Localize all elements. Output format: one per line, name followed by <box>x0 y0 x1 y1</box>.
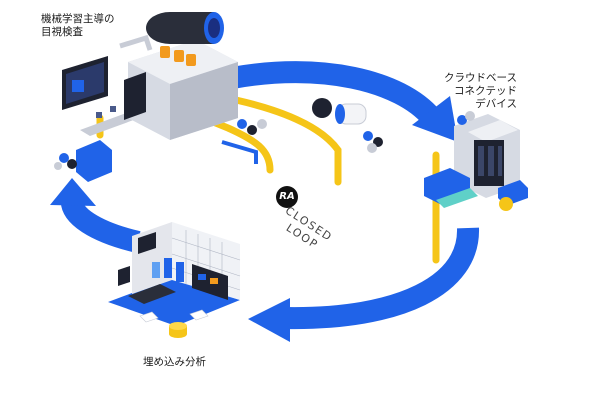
cloud-devices <box>424 111 528 211</box>
cloud-devices-line3: デバイス <box>475 98 517 110</box>
ml-inspection-machine <box>54 12 267 182</box>
arrowhead-cloud <box>412 96 458 142</box>
cloud-devices-line2: コネクテッド <box>453 85 517 97</box>
arrow-ml-to-cloud <box>230 61 441 126</box>
arrow-embedded-to-ml <box>61 198 141 253</box>
arrowhead-embedded <box>248 298 290 342</box>
embedded-analytics-text: 埋め込み分析 <box>143 356 206 368</box>
ml-inspection-line1: 機械学習主導の <box>41 13 115 25</box>
embedded-analytics-room <box>108 222 241 338</box>
cloud-devices-label: クラウドベース コネクテッド デバイス <box>444 72 517 111</box>
cloud-devices-line1: クラウドベース <box>444 72 517 84</box>
embedded-analytics-label: 埋め込み分析 <box>143 356 206 369</box>
arrowhead-ml <box>50 178 96 206</box>
ra-logo: RA <box>276 186 298 208</box>
ml-inspection-line2: 目視検査 <box>41 26 83 38</box>
ml-inspection-label: 機械学習主導の 目視検査 <box>41 13 115 39</box>
material-flow-items <box>312 98 383 153</box>
arrow-cloud-to-embedded <box>284 227 479 330</box>
